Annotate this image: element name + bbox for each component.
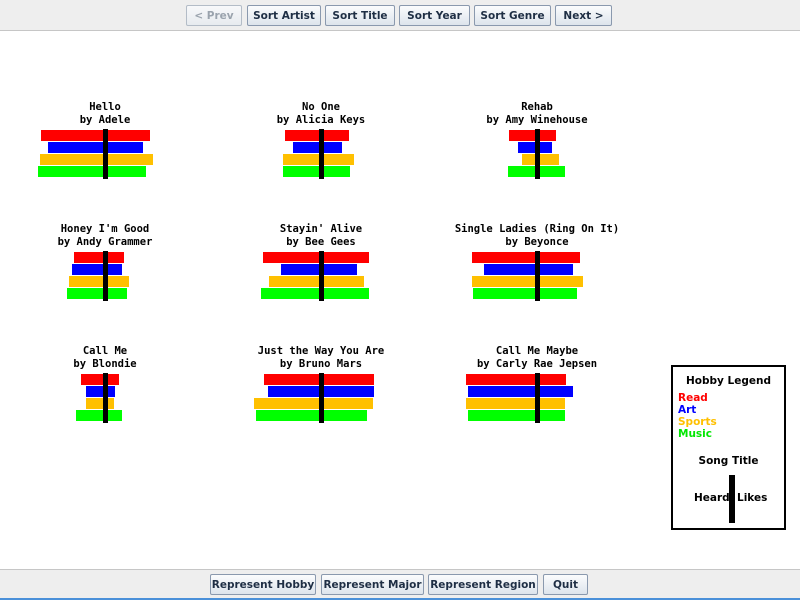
hobby-bar-sports: [522, 154, 559, 165]
hobby-bar-music: [473, 288, 577, 299]
hobby-bar-art: [48, 142, 143, 153]
sort-title-button[interactable]: Sort Title: [325, 5, 395, 26]
song-title: Single Ladies (Ring On It): [454, 223, 620, 235]
song-artist: by Alicia Keys: [276, 114, 366, 126]
hobby-bar-music: [261, 288, 369, 299]
song-title: Call Me: [82, 345, 128, 357]
represent-hobby-button[interactable]: Represent Hobby: [210, 574, 316, 595]
hobby-bar-sports: [269, 276, 364, 287]
hobby-bar-read: [41, 130, 150, 141]
sort-artist-button[interactable]: Sort Artist: [247, 5, 321, 26]
hobby-bar-sports: [283, 154, 354, 165]
legend-stem: [729, 475, 735, 523]
song-glyph: Single Ladies (Ring On It)by Beyonce: [447, 223, 627, 333]
glyph-stem: [103, 129, 108, 179]
song-artist: by Adele: [79, 114, 131, 126]
legend-likes: Likes: [737, 492, 768, 504]
hobby-bar-art: [468, 386, 573, 397]
prev-button[interactable]: < Prev: [186, 5, 242, 26]
glyph-stem: [319, 373, 324, 423]
legend-title: Hobby Legend: [686, 375, 771, 387]
hobby-bar-art: [484, 264, 573, 275]
hobby-bar-sports: [472, 276, 583, 287]
top-toolbar: < Prev Sort Artist Sort Title Sort Year …: [0, 0, 800, 31]
hobby-bar-read: [509, 130, 556, 141]
hobby-bar-music: [468, 410, 565, 421]
hobby-bar-sports: [254, 398, 373, 409]
hobby-bar-sports: [466, 398, 565, 409]
song-title: Rehab: [521, 101, 553, 113]
hobby-bar-sports: [86, 398, 114, 409]
hobby-bar-read: [466, 374, 566, 385]
sort-genre-button[interactable]: Sort Genre: [474, 5, 551, 26]
song-title: Honey I'm Good: [60, 223, 150, 235]
window-bottom-edge: [0, 598, 800, 600]
bottom-toolbar: Represent Hobby Represent Major Represen…: [0, 569, 800, 600]
hobby-bar-art: [293, 142, 342, 153]
song-title: Just the Way You Are: [257, 345, 385, 357]
represent-major-button[interactable]: Represent Major: [321, 574, 424, 595]
glyph-stem: [319, 129, 324, 179]
song-artist: by Beyonce: [505, 236, 569, 248]
represent-region-button[interactable]: Represent Region: [428, 574, 538, 595]
song-artist: by Bee Gees: [286, 236, 356, 248]
legend-sports: Sports: [678, 416, 717, 428]
hobby-bar-music: [283, 166, 350, 177]
sort-year-button[interactable]: Sort Year: [399, 5, 470, 26]
quit-button[interactable]: Quit: [543, 574, 588, 595]
glyph-stem: [103, 251, 108, 301]
hobby-bar-music: [67, 288, 127, 299]
hobby-bar-read: [472, 252, 580, 263]
glyph-stem: [319, 251, 324, 301]
glyph-stem: [535, 251, 540, 301]
song-title: Hello: [89, 101, 121, 113]
song-artist: by Carly Rae Jepsen: [476, 358, 598, 370]
glyph-stem: [535, 373, 540, 423]
hobby-bar-music: [76, 410, 122, 421]
legend-art: Art: [678, 404, 697, 416]
glyph-stem: [535, 129, 540, 179]
hobby-bar-music: [256, 410, 367, 421]
song-artist: by Bruno Mars: [279, 358, 363, 370]
song-artist: by Blondie: [73, 358, 137, 370]
legend-heard: Heard: [694, 492, 730, 504]
hobby-legend: Hobby Legend Read Art Sports Music Song …: [671, 365, 786, 530]
hobby-bar-art: [86, 386, 115, 397]
song-artist: by Amy Winehouse: [486, 114, 588, 126]
next-button[interactable]: Next >: [555, 5, 612, 26]
song-title: Stayin' Alive: [279, 223, 363, 235]
hobby-bar-sports: [40, 154, 153, 165]
hobby-bar-read: [285, 130, 349, 141]
glyph-stem: [103, 373, 108, 423]
legend-read: Read: [678, 392, 708, 404]
hobby-bar-read: [263, 252, 369, 263]
legend-song-title: Song Title: [698, 455, 759, 467]
hobby-bar-art: [72, 264, 122, 275]
hobby-bar-read: [74, 252, 124, 263]
song-title: Call Me Maybe: [495, 345, 579, 357]
song-artist: by Andy Grammer: [57, 236, 153, 248]
hobby-bar-sports: [69, 276, 129, 287]
hobby-bar-read: [81, 374, 119, 385]
song-title: No One: [302, 101, 340, 113]
legend-music: Music: [678, 428, 712, 440]
hobby-bar-music: [38, 166, 146, 177]
